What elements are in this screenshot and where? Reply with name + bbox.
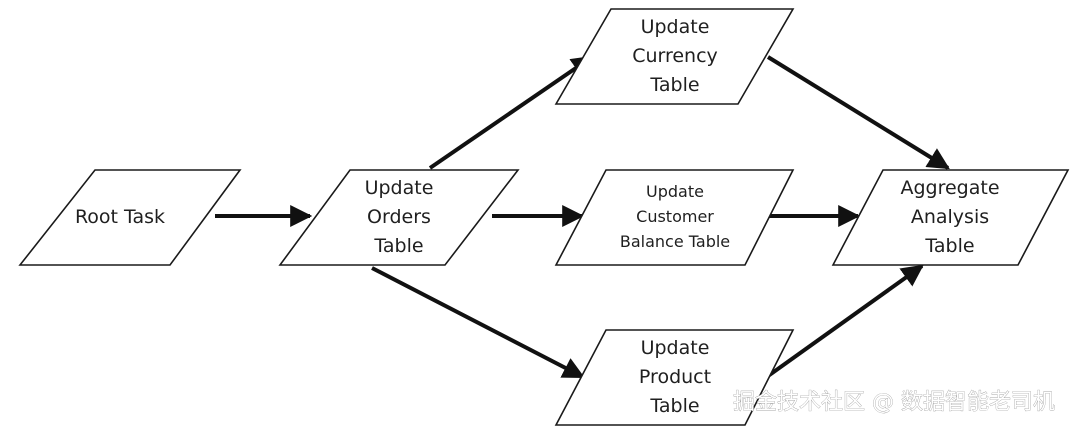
edge-arrow-orders-to-product <box>371 266 585 379</box>
edges <box>215 55 950 379</box>
node-label-customer-line-1: Update <box>646 182 704 201</box>
node-shape-root <box>18 169 242 266</box>
node-label-customer-line-2: Customer <box>636 207 714 226</box>
edge-arrow-orders-to-currency <box>428 55 594 170</box>
node-label-orders-line-2: Orders <box>367 206 431 228</box>
node-shape-orders <box>278 169 520 266</box>
node-label-root-line-1: Root Task <box>75 206 165 228</box>
node-shape-product <box>554 329 795 426</box>
node-label-customer-line-3: Balance Table <box>620 232 730 251</box>
node-label-product-line-3: Table <box>649 395 699 417</box>
node-shape-aggregate <box>831 169 1070 266</box>
edge-arrow-currency-to-aggregate <box>766 55 950 170</box>
node-label-aggregate-line-1: Aggregate <box>900 177 999 199</box>
node-label-product-line-1: Update <box>641 337 710 359</box>
watermark-text: 掘金技术社区 @ 数据智能老司机 <box>733 390 1055 415</box>
node-shape-currency <box>554 8 795 105</box>
node-label-currency-line-3: Table <box>649 74 699 96</box>
node-label-currency-line-2: Currency <box>632 45 718 67</box>
node-label-currency-line-1: Update <box>641 16 710 38</box>
nodes: Root TaskUpdateOrdersTableUpdateCurrency… <box>18 8 1070 426</box>
node-label-aggregate-line-2: Analysis <box>911 206 989 228</box>
node-label-orders-line-1: Update <box>365 177 434 199</box>
node-label-product-line-2: Product <box>639 366 711 388</box>
node-root: Root Task <box>18 169 242 266</box>
node-label-aggregate-line-3: Table <box>924 235 974 257</box>
node-label-orders-line-3: Table <box>373 235 423 257</box>
node-shape-customer <box>554 169 795 266</box>
edge-arrow-product-to-aggregate <box>766 264 924 378</box>
